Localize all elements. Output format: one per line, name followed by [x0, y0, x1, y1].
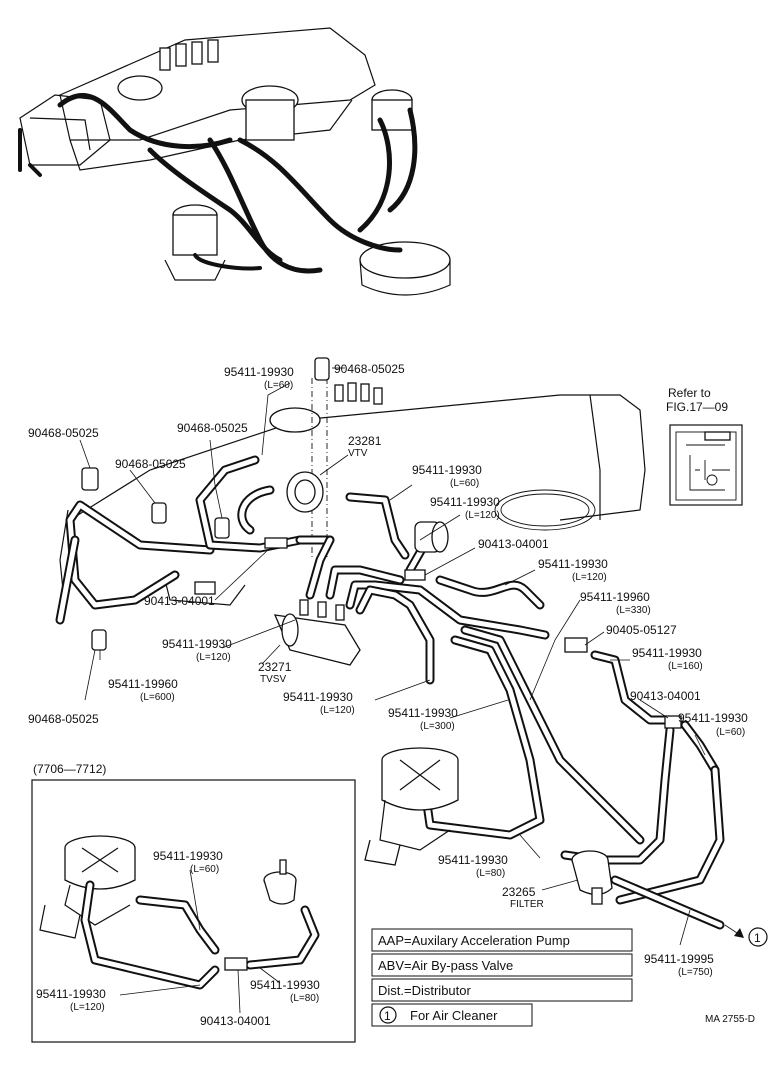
- reference-figure-thumbnail: [669, 424, 743, 506]
- label-95411-19960-left-length: (L=600): [140, 692, 175, 703]
- label-95411-160: 95411-19930: [632, 646, 702, 660]
- vtv-valve-icon: [286, 471, 324, 513]
- inset-box: (7706—7712) 95411-19930 (L=60) 95411-199…: [31, 762, 356, 1043]
- legend-aap: AAP=Auxilary Acceleration Pump: [378, 933, 570, 948]
- label-90413-right: 90413-04001: [478, 537, 549, 551]
- svg-text:1: 1: [754, 931, 761, 945]
- label-90468-top: 90468-05025: [334, 362, 405, 376]
- label-90468-left: 90468-05025: [28, 426, 99, 440]
- abv-valve-icon: [414, 521, 449, 553]
- label-95411-19960-right: 95411-19960: [580, 590, 650, 604]
- label-refer: Refer to: [668, 386, 711, 400]
- label-95411-top: 95411-19930: [224, 365, 294, 379]
- label-95411-80: 95411-19930: [438, 853, 508, 867]
- components: [81, 357, 744, 938]
- label-filter-name: FILTER: [510, 899, 544, 910]
- inset-label-95411-c-length: (L=80): [290, 993, 319, 1004]
- drawing-number: MA 2755-D: [705, 1014, 755, 1025]
- label-90405: 90405-05127: [606, 623, 677, 637]
- label-95411-right2-length: (L=120): [465, 510, 500, 521]
- filter-icon: [571, 850, 613, 905]
- label-95411-19960-left: 95411-19960: [108, 677, 178, 691]
- air-cleaner-arrow-icon: [724, 924, 744, 938]
- label-95411-19995: 95411-19995: [644, 952, 714, 966]
- leader-lines: [79, 367, 706, 946]
- label-95411-19995-length: (L=750): [678, 967, 713, 978]
- label-95411-60-lower-length: (L=60): [716, 727, 745, 738]
- label-95411-top-length: (L=60): [264, 380, 293, 391]
- tee-fitting-icon: [264, 537, 682, 729]
- circle-1-marker: 1: [748, 927, 768, 947]
- label-filter-number: 23265: [502, 885, 536, 899]
- inset-label-95411-a: 95411-19930: [153, 849, 223, 863]
- tvsv-valve-icon: [273, 599, 361, 666]
- label-95411-19960-right-length: (L=330): [616, 605, 651, 616]
- inset-label-95411-b-length: (L=120): [70, 1002, 105, 1013]
- inset-label-95411-b: 95411-19930: [36, 987, 106, 1001]
- inset-label-95411-c: 95411-19930: [250, 978, 320, 992]
- label-95411-right1: 95411-19930: [412, 463, 482, 477]
- legend-air-cleaner: For Air Cleaner: [410, 1008, 498, 1023]
- legend-dist: Dist.=Distributor: [378, 983, 471, 998]
- label-95411-300: 95411-19930: [388, 706, 458, 720]
- label-95411-center-120: 95411-19930: [283, 690, 353, 704]
- label-95411-300-length: (L=300): [420, 721, 455, 732]
- vacuum-hoses: [55, 455, 725, 930]
- label-95411-right3-length: (L=120): [572, 572, 607, 583]
- aap-carburetor-icon: [364, 747, 459, 866]
- label-95411-80-length: (L=80): [476, 868, 505, 879]
- clip-icon: [81, 357, 330, 651]
- label-95411-right1-length: (L=60): [450, 478, 479, 489]
- label-95411-tvsv-length: (L=120): [196, 652, 231, 663]
- engine-outline: [59, 378, 646, 611]
- label-vtv-name: VTV: [348, 448, 368, 459]
- inset-title: (7706—7712): [33, 762, 106, 776]
- label-tvsv-name: TVSV: [260, 674, 286, 685]
- legend: AAP=Auxilary Acceleration Pump ABV=Air B…: [371, 928, 633, 1027]
- label-95411-center-120-length: (L=120): [320, 705, 355, 716]
- part-labels: 90468-05025 95411-19930 (L=60) 90468-050…: [28, 362, 748, 978]
- legend-abv: ABV=Air By-pass Valve: [378, 958, 513, 973]
- inset-label-90413: 90413-04001: [200, 1014, 271, 1028]
- label-95411-160-length: (L=160): [668, 661, 703, 672]
- label-95411-tvsv: 95411-19930: [162, 637, 232, 651]
- label-90468-mid2: 90468-05025: [115, 457, 186, 471]
- label-95411-right2: 95411-19930: [430, 495, 500, 509]
- label-95411-right3: 95411-19930: [538, 557, 608, 571]
- label-90468-mid: 90468-05025: [177, 421, 248, 435]
- label-tvsv-number: 23271: [258, 660, 292, 674]
- label-90468-bottom: 90468-05025: [28, 712, 99, 726]
- svg-text:1: 1: [384, 1009, 391, 1023]
- label-refer-figure: FIG.17—09: [666, 400, 728, 414]
- label-90413-left: 90413-04001: [144, 594, 215, 608]
- junction-fitting-icon: [564, 637, 588, 653]
- inset-label-95411-a-length: (L=60): [190, 864, 219, 875]
- label-vtv-number: 23281: [348, 434, 382, 448]
- engine-overview-illustration: [18, 27, 451, 296]
- label-95411-60-lower: 95411-19930: [678, 711, 748, 725]
- label-90413-lower: 90413-04001: [630, 689, 701, 703]
